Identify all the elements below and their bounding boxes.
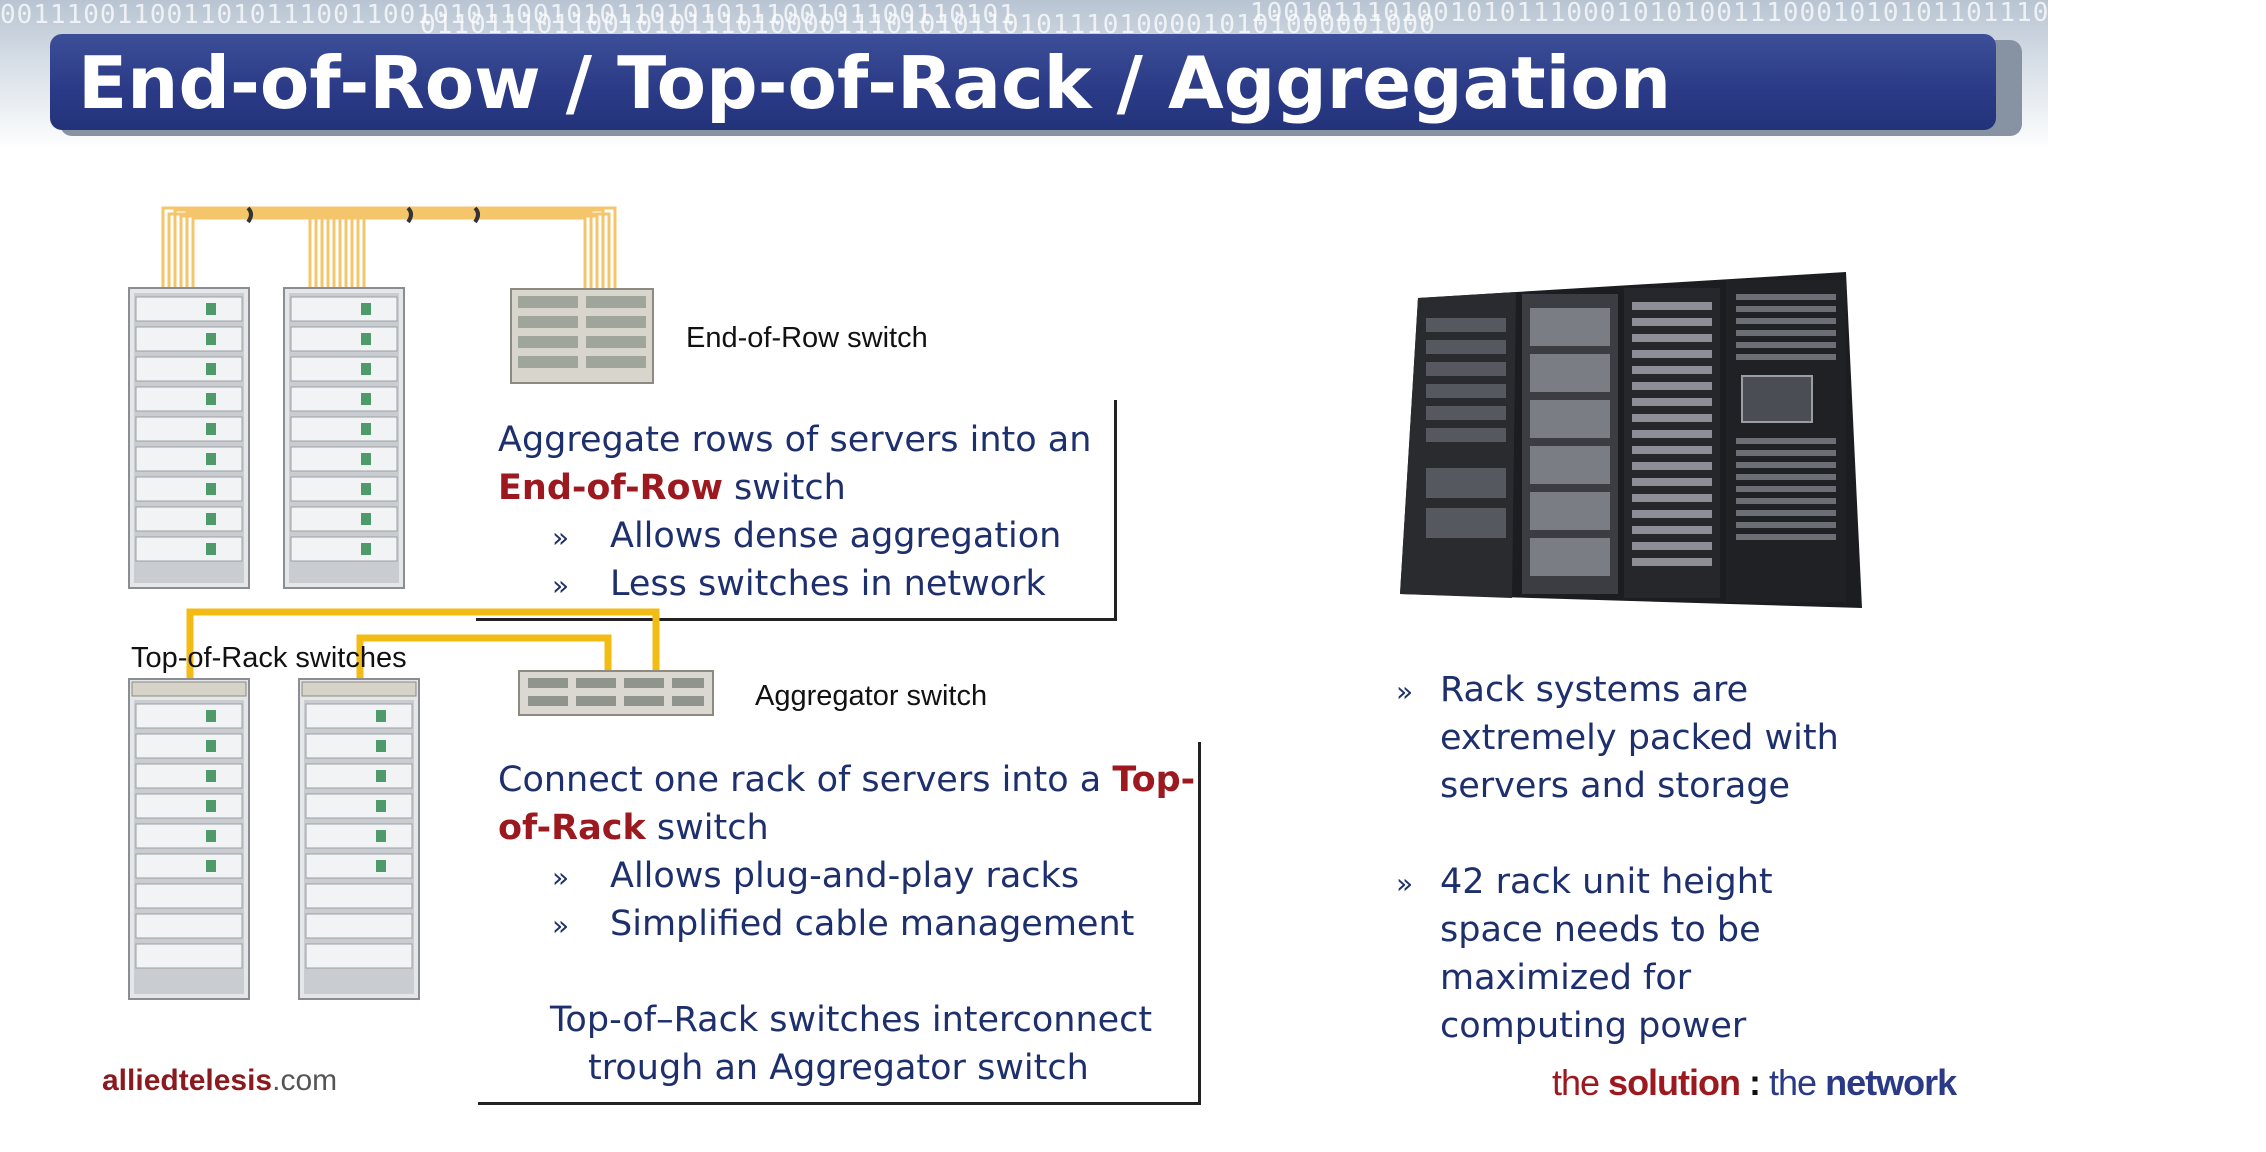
eor-text-bracket xyxy=(476,400,1117,621)
tagline-part: the xyxy=(1769,1062,1826,1103)
right-bullet-text: maximized for xyxy=(1440,958,1692,998)
tagline-part: solution xyxy=(1608,1062,1741,1103)
rack-systems-photo xyxy=(1400,272,1862,608)
eor-bullet: » Allows dense aggregation xyxy=(552,512,1061,562)
tor-note-line2: trough an Aggregator switch xyxy=(588,1048,1089,1088)
server-rack xyxy=(283,287,405,589)
tor-bullet-text: Simplified cable management xyxy=(610,904,1135,944)
company-name: alliedtelesis xyxy=(102,1064,273,1097)
company-domain: .com xyxy=(272,1064,338,1097)
slide-title: End-of-Row / Top-of-Rack / Aggregation xyxy=(78,41,1672,125)
end-of-row-switch-label: End-of-Row switch xyxy=(686,322,928,354)
tagline: the solution : the network xyxy=(1552,1062,1957,1104)
aggregator-switch-image xyxy=(518,670,714,716)
eor-bullet-text: Less switches in network xyxy=(610,564,1046,604)
right-bullet: » xyxy=(1396,666,1454,716)
end-of-row-cabling xyxy=(161,206,617,290)
tagline-part: the xyxy=(1552,1062,1609,1103)
tor-highlight-part1: Top- xyxy=(1112,760,1196,800)
tor-description-line1: Connect one rack of servers into a Top- xyxy=(498,756,1195,804)
right-bullet-text: Rack systems are xyxy=(1440,670,1749,710)
server-rack-with-tor-switch xyxy=(128,678,250,1000)
bullet-marker: » xyxy=(552,909,570,942)
tor-bullet-text: Allows plug-and-play racks xyxy=(610,856,1080,896)
server-rack xyxy=(128,287,250,589)
right-bullet-text: computing power xyxy=(1440,1006,1747,1046)
binary-digits-decoration: 0011100110011010111001100101011001010110… xyxy=(0,0,1016,30)
right-bullet-text: 42 rack unit height xyxy=(1440,862,1773,902)
aggregator-switch-label: Aggregator switch xyxy=(755,680,988,712)
eor-description-rest: switch xyxy=(722,468,846,508)
eor-description-line2: End-of-Row switch xyxy=(498,464,846,512)
right-bullet-text: space needs to be xyxy=(1440,910,1761,950)
binary-digits-decoration: 1001011101001010111000101010011100010101… xyxy=(1250,0,2266,28)
right-bullet-text: servers and storage xyxy=(1440,766,1791,806)
eor-description-line1: Aggregate rows of servers into an xyxy=(498,420,1092,460)
company-logo: alliedtelesis.com xyxy=(102,1064,337,1098)
bullet-marker: » xyxy=(1396,867,1414,900)
top-of-rack-label: Top-of-Rack switches xyxy=(131,642,407,674)
right-bullet-text: extremely packed with xyxy=(1440,718,1839,758)
tor-bullet: » Simplified cable management xyxy=(552,900,1134,950)
tor-note-line1: Top-of–Rack switches interconnect xyxy=(550,1000,1153,1040)
tagline-part: : xyxy=(1740,1062,1770,1103)
top-of-rack-cabling xyxy=(186,608,660,684)
tagline-part: network xyxy=(1825,1062,1957,1103)
eor-bullet-text: Allows dense aggregation xyxy=(610,516,1062,556)
bullet-marker: » xyxy=(552,569,570,602)
tor-description-line2: of-Rack switch xyxy=(498,804,769,852)
right-bullet: » xyxy=(1396,858,1454,908)
bullet-marker: » xyxy=(552,521,570,554)
eor-highlight: End-of-Row xyxy=(498,468,723,508)
bullet-marker: » xyxy=(552,861,570,894)
tor-highlight-part2: of-Rack xyxy=(498,808,646,848)
server-rack-with-tor-switch xyxy=(298,678,420,1000)
tor-text-bracket xyxy=(478,742,1201,1105)
tor-description-pre: Connect one rack of servers into a xyxy=(498,760,1113,800)
end-of-row-switch-image xyxy=(510,288,654,384)
bullet-marker: » xyxy=(1396,675,1414,708)
tor-bullet: » Allows plug-and-play racks xyxy=(552,852,1079,902)
eor-bullet: » Less switches in network xyxy=(552,560,1046,610)
title-bar xyxy=(50,34,1996,130)
tor-description-rest: switch xyxy=(645,808,769,848)
